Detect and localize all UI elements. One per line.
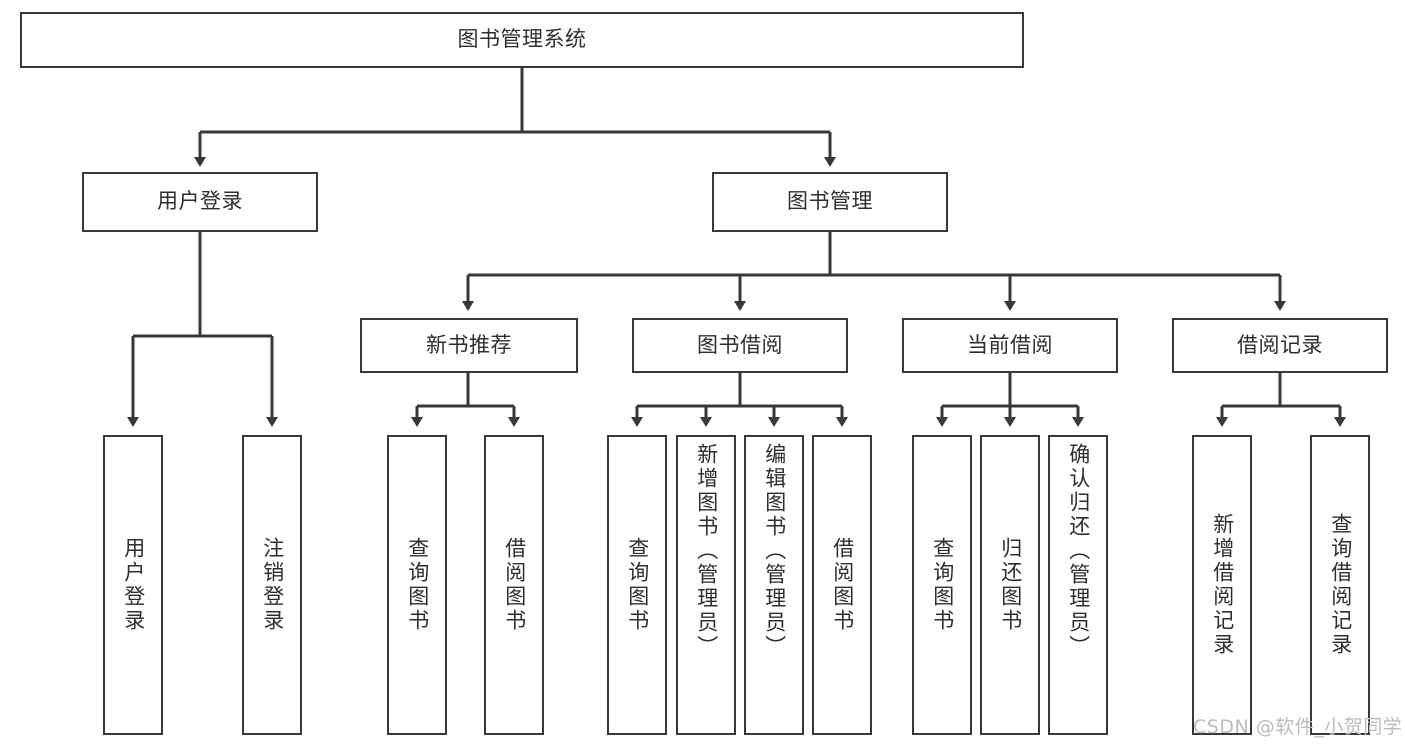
leaf-current-borrow-return[interactable]: 归还图书 <box>980 435 1040 735</box>
leaf-borrow-record-query[interactable]: 查询借阅记录 <box>1310 435 1370 735</box>
node-current-borrow[interactable]: 当前借阅 <box>902 318 1118 373</box>
leaf-book-borrow-edit-admin[interactable]: 编辑图书（管理员） <box>744 435 804 735</box>
node-book-borrow[interactable]: 图书借阅 <box>632 318 848 373</box>
leaf-book-borrow-query[interactable]: 查询图书 <box>607 435 667 735</box>
leaf-current-borrow-confirm-admin[interactable]: 确认归还（管理员） <box>1048 435 1108 735</box>
leaf-book-borrow-borrow[interactable]: 借阅图书 <box>812 435 872 735</box>
node-borrow-record[interactable]: 借阅记录 <box>1172 318 1388 373</box>
leaf-user-login-logout[interactable]: 注销登录 <box>242 435 302 735</box>
leaf-current-borrow-query[interactable]: 查询图书 <box>912 435 972 735</box>
node-book-management[interactable]: 图书管理 <box>712 172 948 232</box>
watermark-text: CSDN @软件_小贺同学 <box>1193 716 1403 738</box>
node-user-login[interactable]: 用户登录 <box>82 172 318 232</box>
leaf-new-book-borrow[interactable]: 借阅图书 <box>484 435 544 735</box>
node-new-book-recommend[interactable]: 新书推荐 <box>360 318 578 373</box>
leaf-user-login-login[interactable]: 用户登录 <box>103 435 163 735</box>
leaf-borrow-record-add[interactable]: 新增借阅记录 <box>1192 435 1252 735</box>
node-root-system[interactable]: 图书管理系统 <box>20 12 1024 68</box>
leaf-new-book-query[interactable]: 查询图书 <box>387 435 447 735</box>
leaf-book-borrow-add-admin[interactable]: 新增图书（管理员） <box>676 435 736 735</box>
